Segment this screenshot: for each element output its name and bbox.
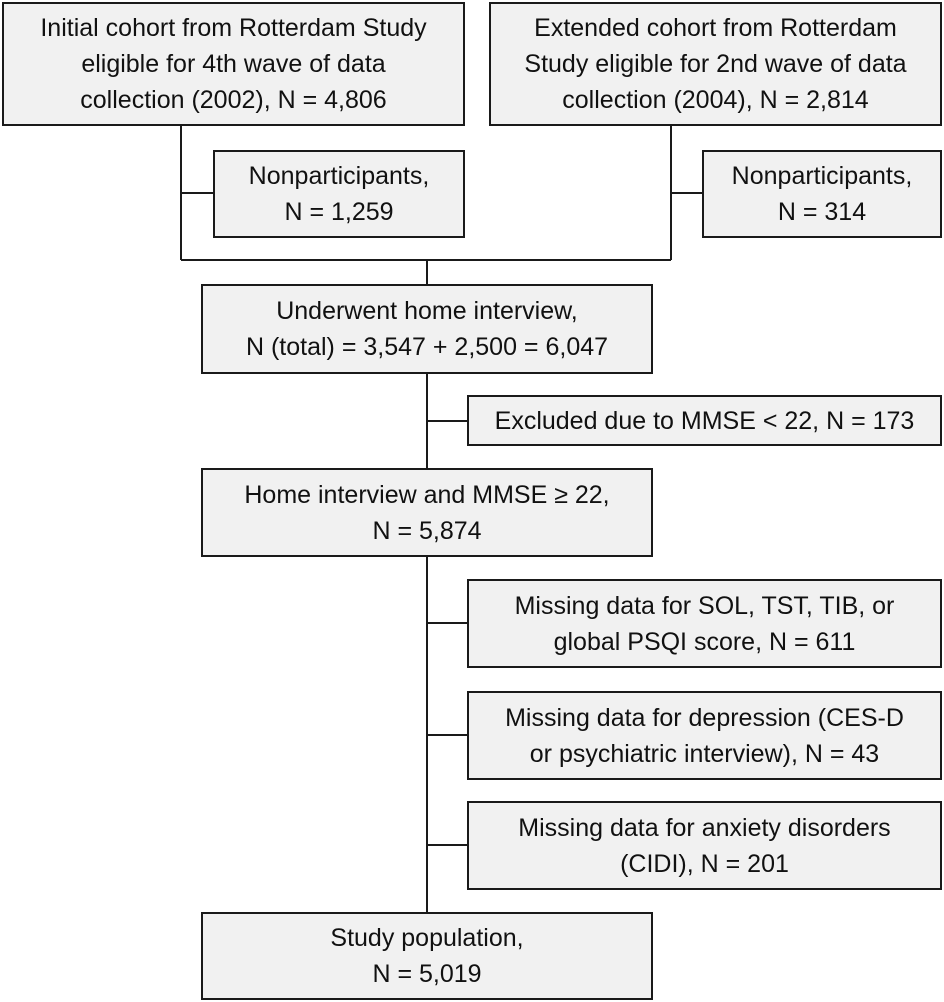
box-text-line: Underwent home interview,: [276, 297, 578, 325]
box-text-line: N = 1,259: [284, 198, 394, 226]
box-nonparticipants-extended: Nonparticipants, N = 314: [702, 150, 942, 238]
box-text-line: collection (2002), N = 4,806: [80, 86, 387, 114]
box-text-line: Nonparticipants,: [248, 162, 430, 190]
box-missing-depression: Missing data for depression (CES-D or ps…: [467, 691, 942, 780]
box-missing-sleep: Missing data for SOL, TST, TIB, or globa…: [467, 579, 942, 668]
box-home-interview: Underwent home interview, N (total) = 3,…: [201, 284, 653, 374]
box-text-line: N = 5,874: [372, 516, 482, 545]
box-text-line: Initial cohort from Rotterdam Study: [40, 14, 427, 42]
box-text-line: Missing data for depression (CES-D: [505, 703, 904, 732]
box-text-line: (CIDI), N = 201: [620, 849, 789, 878]
box-text-line: Study eligible for 2nd wave of data: [524, 50, 907, 78]
box-text-line: N = 5,019: [372, 960, 482, 988]
box-home-interview-mmse: Home interview and MMSE ≥ 22, N = 5,874: [201, 468, 653, 557]
box-text-line: Excluded due to MMSE < 22, N = 173: [494, 406, 915, 435]
box-text-line: N = 314: [777, 198, 867, 226]
box-excluded-mmse: Excluded due to MMSE < 22, N = 173: [467, 395, 942, 446]
box-text-line: Extended cohort from Rotterdam: [534, 14, 897, 42]
box-initial-cohort: Initial cohort from Rotterdam Study elig…: [2, 2, 465, 126]
box-extended-cohort: Extended cohort from Rotterdam Study eli…: [489, 2, 942, 126]
box-text-line: Home interview and MMSE ≥ 22,: [244, 480, 610, 509]
box-nonparticipants-initial: Nonparticipants, N = 1,259: [213, 150, 465, 238]
box-text-line: Study population,: [330, 924, 524, 952]
box-missing-anxiety: Missing data for anxiety disorders (CIDI…: [467, 801, 942, 890]
box-study-population: Study population, N = 5,019: [201, 912, 653, 1000]
box-text-line: Missing data for SOL, TST, TIB, or: [514, 591, 895, 620]
box-text-line: or psychiatric interview), N = 43: [529, 739, 880, 768]
box-text-line: Missing data for anxiety disorders: [518, 813, 891, 842]
box-text-line: global PSQI score, N = 611: [553, 627, 856, 656]
box-text-line: N (total) = 3,547 + 2,500 = 6,047: [245, 333, 609, 361]
box-text-line: eligible for 4th wave of data: [81, 50, 386, 78]
box-text-line: collection (2004), N = 2,814: [562, 86, 869, 114]
box-text-line: Nonparticipants,: [731, 162, 913, 190]
